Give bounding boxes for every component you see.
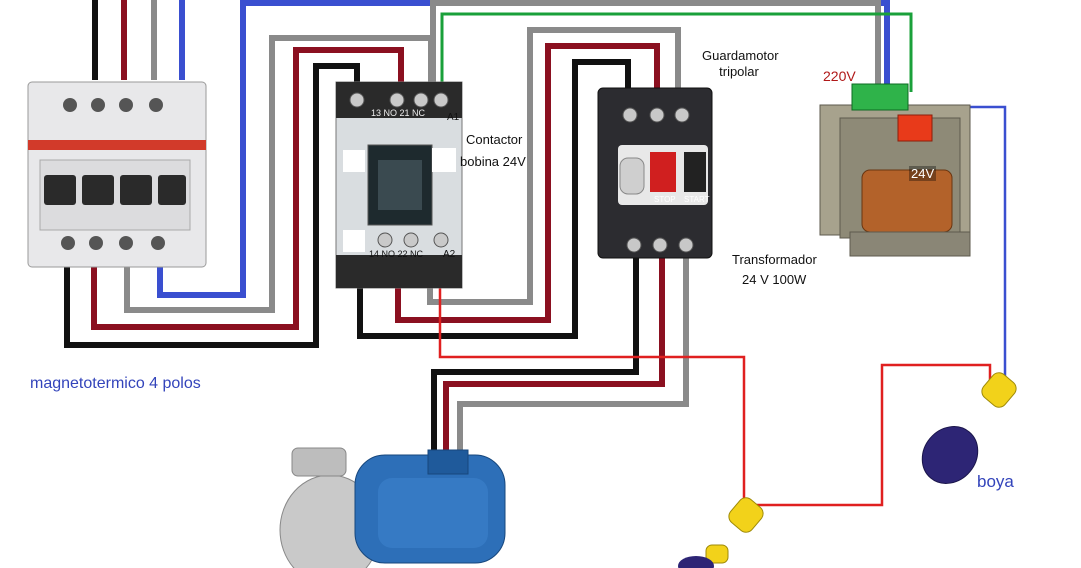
transformer-label-1: Transformador: [732, 252, 817, 267]
transformer: [819, 83, 971, 257]
voltage-220-label: 220V: [823, 68, 856, 84]
wire-black-guarda-pump: [431, 255, 639, 452]
float-switch-label: boya: [977, 472, 1014, 491]
transformer-label-2: 24 V 100W: [742, 272, 807, 287]
guardamotor-start-label: START: [684, 195, 710, 204]
wire-grey-contactor-guarda: [427, 27, 681, 305]
wire-grey-guarda-pump: [457, 255, 689, 455]
float-switch-right: [921, 372, 1017, 484]
contactor-terminals-top: 13 NO 21 NC: [371, 108, 426, 118]
wire-black-contactor-guarda: [357, 59, 631, 339]
guardamotor: [597, 87, 713, 259]
wire-blue-breaker-transformer: [157, 0, 890, 298]
wire-black-breaker-contactor: [64, 63, 360, 348]
contactor: [335, 81, 463, 289]
wire-red-guarda-pump: [443, 255, 665, 455]
float-switch-left: [678, 497, 764, 568]
contactor-label-1: Contactor: [466, 132, 523, 147]
pump: [279, 447, 506, 568]
contactor-terminals-bottom: 14 NO 22 NC: [369, 249, 424, 259]
wire-red-float-boya: [750, 363, 992, 507]
contactor-terminal-a1: A1: [447, 112, 460, 123]
wire-red-contactor-guarda: [395, 43, 660, 323]
wire-green-a1-transformer: [440, 12, 913, 100]
wire-red-a2-float: [438, 245, 746, 505]
guardamotor-label-2: tripolar: [719, 64, 759, 79]
contactor-terminal-a2: A2: [443, 249, 456, 260]
voltage-24-label: 24V: [909, 166, 937, 181]
guardamotor-stop-label: STOP: [654, 195, 676, 204]
guardamotor-label-1: Guardamotor: [702, 48, 779, 63]
contactor-label-2: bobina 24V: [460, 154, 526, 169]
breaker-label: magnetotermico 4 polos: [30, 375, 201, 392]
wire-grey-a1-transformer: [430, 0, 881, 88]
breaker-4-pole: [27, 81, 207, 268]
wire-red-breaker-contactor: [91, 47, 404, 330]
